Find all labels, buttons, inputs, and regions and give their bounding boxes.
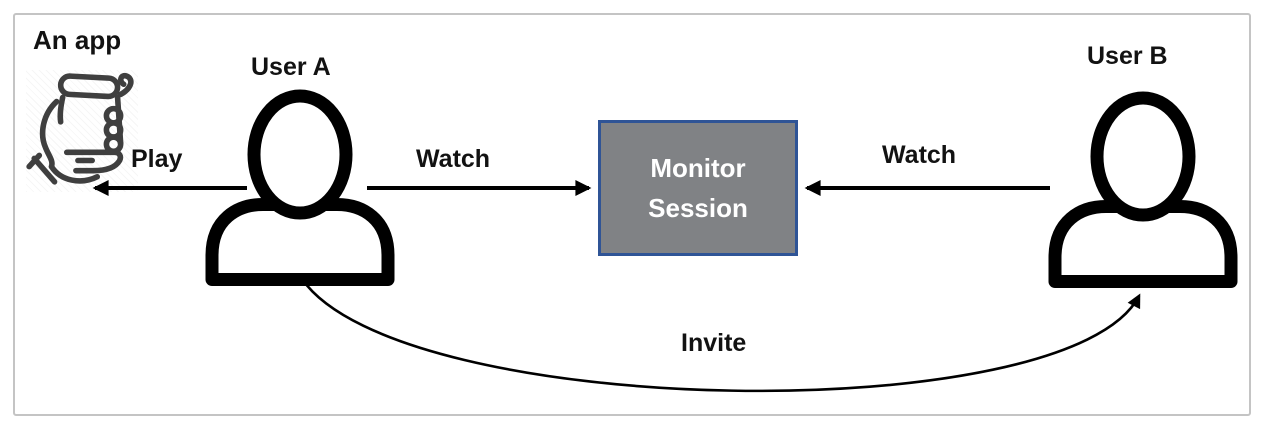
monitor-session-node: Monitor Session: [598, 120, 798, 256]
user-a-label: User A: [251, 53, 331, 81]
watch-right-edge-label: Watch: [882, 141, 957, 169]
user-b-icon: [1048, 91, 1238, 288]
watch-left-edge-label: Watch: [416, 145, 491, 173]
app-phone-icon: [26, 70, 138, 192]
play-edge-label: Play: [131, 145, 183, 173]
user-a-icon: [205, 89, 395, 286]
invite-arrow: [300, 278, 1141, 393]
app-node-label: An app: [33, 25, 122, 55]
user-b-label: User B: [1087, 42, 1168, 70]
invite-edge-label: Invite: [681, 329, 747, 357]
